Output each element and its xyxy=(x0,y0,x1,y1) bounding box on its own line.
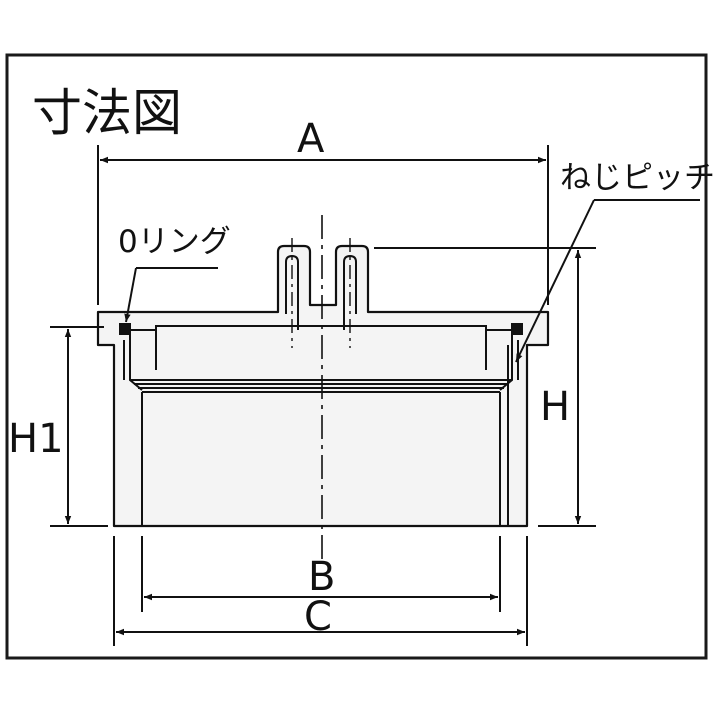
thread-pitch-leader xyxy=(515,199,700,363)
dimension-a xyxy=(97,145,549,305)
label-a: A xyxy=(297,116,325,162)
label-o-ring: 0リング xyxy=(118,224,231,260)
label-thread-pitch: ねじピッチ xyxy=(560,160,713,196)
drawing-title: 寸法図 xyxy=(32,84,182,142)
label-c: C xyxy=(304,594,332,640)
label-h: H xyxy=(540,384,570,430)
label-h1: H1 xyxy=(8,416,64,462)
dimension-c xyxy=(113,536,528,646)
dimension-h1 xyxy=(50,326,108,527)
dimension-b xyxy=(141,536,501,612)
label-b: B xyxy=(308,554,335,600)
o-ring-leader xyxy=(124,267,218,323)
cap-inner-detail xyxy=(119,254,523,526)
cap-body xyxy=(96,244,550,528)
dimension-h xyxy=(374,247,596,527)
